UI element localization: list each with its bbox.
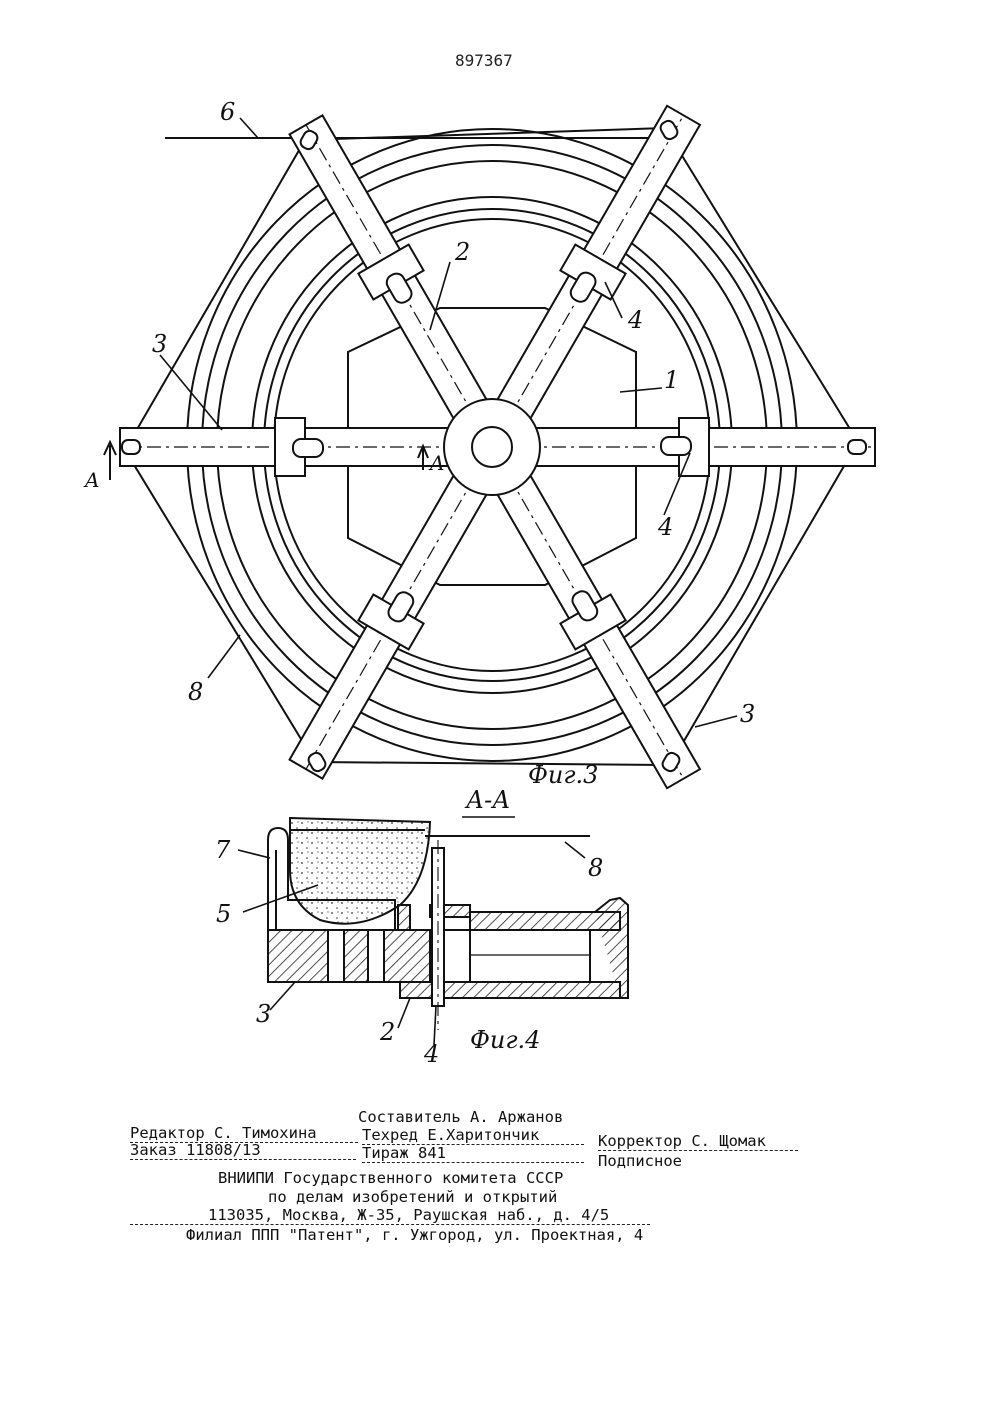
figure-4	[238, 818, 628, 1045]
figure-3	[104, 106, 875, 788]
label-8: 8	[188, 678, 203, 706]
label-3-left: 3	[152, 330, 167, 358]
imprint-editor: Редактор С. Тимохина	[130, 1124, 358, 1143]
section-label-a-left: A	[83, 468, 99, 492]
hub-outer	[444, 399, 540, 495]
clamps-4	[275, 245, 709, 650]
imprint-org-line2: по делам изобретений и открытий	[268, 1188, 558, 1206]
fig4-label-3: 3	[256, 1000, 271, 1028]
label-1: 1	[664, 366, 679, 394]
fig4-label-7: 7	[215, 836, 231, 864]
label-2: 2	[454, 238, 470, 266]
imprint-address: 113035, Москва, Ж-35, Раушская наб., д. …	[130, 1206, 650, 1225]
document-number: 897367	[455, 51, 513, 70]
imprint-branch: Филиал ППП "Патент", г. Ужгород, ул. Про…	[186, 1226, 644, 1244]
fig4-label-5: 5	[216, 900, 231, 928]
figure-4-caption: Фиг.4	[470, 1026, 540, 1054]
label-3-right: 3	[740, 700, 755, 728]
imprint-circulation: Тираж 841	[362, 1144, 584, 1163]
fig4-label-4: 4	[423, 1040, 439, 1068]
hub-bore	[472, 427, 512, 467]
section-label-a-right: A	[428, 451, 444, 475]
fig4-label-2: 2	[379, 1018, 395, 1046]
arm-end-slots	[122, 119, 866, 774]
imprint-compiler: Составитель А. Аржанов	[358, 1108, 564, 1126]
label-4-bottom: 4	[657, 513, 673, 541]
imprint-corrector: Корректор С. Щомак	[598, 1132, 798, 1151]
imprint-subscription: Подписное	[598, 1152, 682, 1170]
label-4-top: 4	[627, 306, 643, 334]
fig4-label-8: 8	[588, 854, 603, 882]
imprint-org-line1: ВНИИПИ Государственного комитета СССР	[218, 1169, 564, 1187]
section-title: А-А	[464, 786, 510, 814]
label-6: 6	[220, 98, 235, 126]
imprint-order: Заказ 11808/13	[130, 1141, 356, 1160]
imprint-techred: Техред Е.Харитончик	[362, 1126, 584, 1145]
figure-3-caption: Фиг.3	[528, 761, 598, 789]
